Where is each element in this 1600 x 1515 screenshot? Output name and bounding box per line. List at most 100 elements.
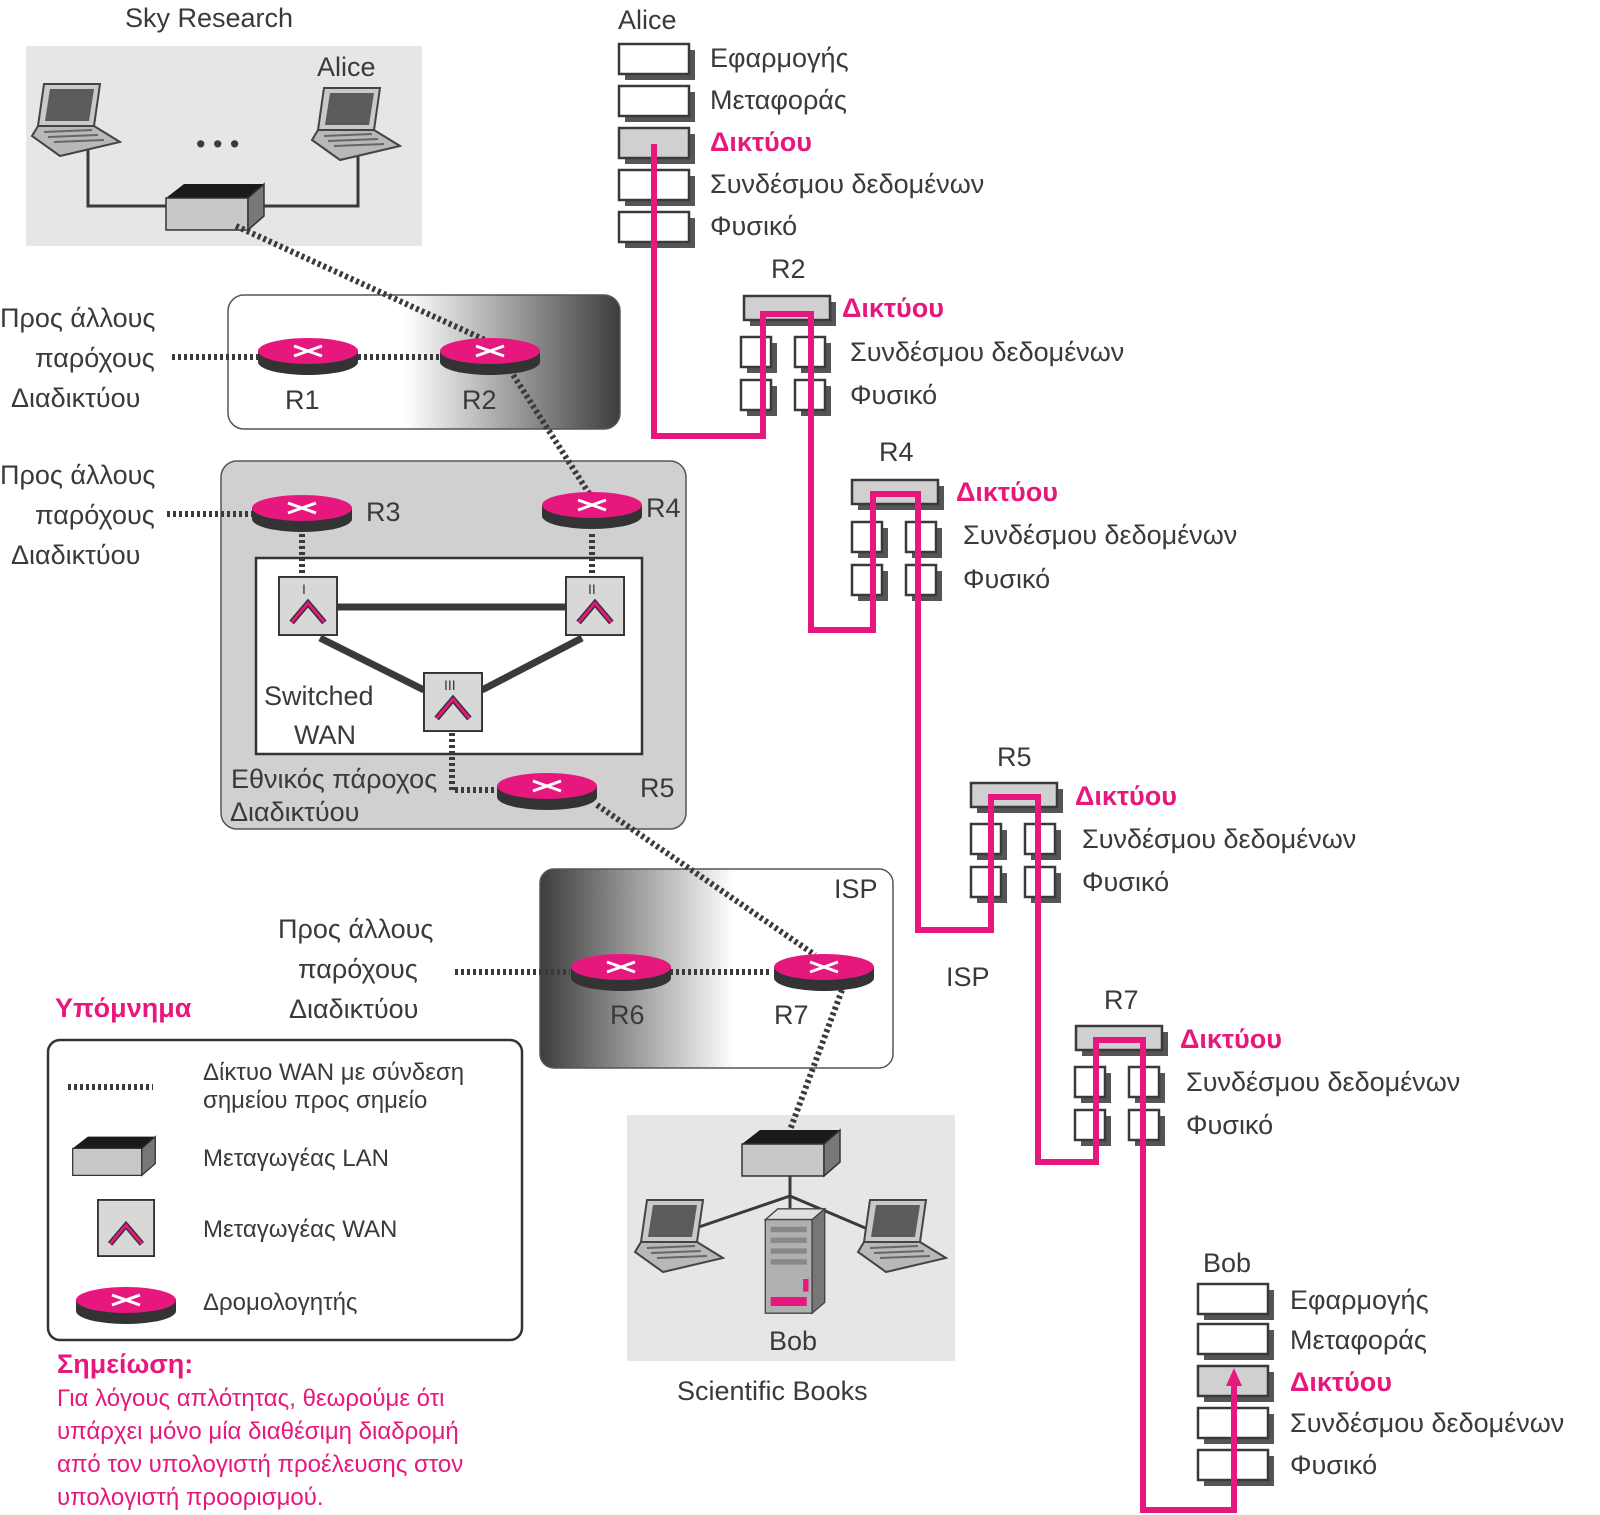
data-path-arrowhead — [1226, 1368, 1242, 1386]
layer-label: Μεταφοράς — [710, 85, 847, 115]
link-r7-lan — [787, 988, 845, 1132]
router-icon — [540, 491, 644, 531]
router-label-r4: R4 — [646, 493, 681, 523]
layer-box — [1196, 1322, 1270, 1356]
wan-switch-label: II — [588, 581, 596, 597]
data-path — [651, 144, 1237, 1513]
wan-switch-label: I — [302, 581, 306, 597]
layer-label: Συνδέσμου δεδομένων — [1082, 824, 1356, 854]
note-line: από τον υπολογιστή προέλευσης στον — [57, 1451, 463, 1478]
lan-cable — [689, 1168, 871, 1232]
regional-isp-box — [227, 294, 621, 430]
router-icon — [772, 953, 876, 993]
svg-text:παρόχους: παρόχους — [35, 500, 155, 530]
router-icon — [74, 1286, 178, 1326]
router-icon — [438, 337, 542, 377]
svg-text:παρόχους: παρόχους — [298, 954, 418, 984]
other-providers-label-2: Προς άλλους παρόχους Διαδικτύου — [0, 460, 155, 570]
router-icon — [569, 953, 673, 993]
legend-box — [46, 1038, 524, 1342]
svg-text:Διαδικτύου: Διαδικτύου — [289, 994, 418, 1024]
layer-label: Φυσικό — [963, 564, 1050, 594]
router-label-r3: R3 — [366, 497, 401, 527]
protocol-stack-r2: R2 Δικτύου Συνδέσμου δεδομένων Φυσικό — [739, 254, 1124, 416]
router-icon — [250, 494, 354, 534]
layer-label: Φυσικό — [1186, 1110, 1273, 1140]
national-isp-label: Εθνικός πάροχος — [231, 764, 437, 794]
sky-research-lan: Sky Research Alice • • • — [26, 3, 422, 246]
wan-switch-icon — [279, 577, 337, 635]
note-title: Σημείωση: — [57, 1349, 193, 1379]
stack-label: Alice — [618, 5, 677, 35]
svg-text:Διαδικτύου: Διαδικτύου — [11, 383, 140, 413]
router-label-r6: R6 — [610, 1000, 645, 1030]
alice-host-label: Alice — [317, 52, 376, 82]
switched-wan-label: WAN — [294, 720, 356, 750]
link-s3-r5 — [449, 733, 500, 793]
svg-text:Προς άλλους: Προς άλλους — [0, 303, 155, 333]
legend-item-text: Μεταγωγέας LAN — [203, 1145, 389, 1172]
stack-label: R7 — [1104, 985, 1139, 1015]
layer-label: Φυσικό — [850, 380, 937, 410]
legend-item-text: σημείου προς σημείο — [203, 1087, 427, 1114]
national-isp-label: Διαδικτύου — [230, 797, 359, 827]
layer-box — [617, 84, 691, 118]
isp-stack-label: ISP — [946, 962, 990, 992]
protocol-stack-r7: R7 Δικτύου Συνδέσμου δεδομένων Φυσικό — [1073, 985, 1460, 1146]
legend-item-text: Δίκτυο WAN με σύνδεση — [203, 1059, 464, 1086]
layer-label: Συνδέσμου δεδομένων — [710, 169, 984, 199]
stack-label: R4 — [879, 437, 914, 467]
lan-switch-icon — [165, 183, 265, 231]
wan-switch-icon — [98, 1200, 154, 1256]
protocol-stack-bob: Bob Εφαρμογής Μεταφοράς Δικτύου Συνδέσμο… — [1196, 1248, 1564, 1486]
layer-label: Εφαρμογής — [710, 43, 849, 73]
svg-text:Προς άλλους: Προς άλλους — [0, 460, 155, 490]
layer-label: Συνδέσμου δεδομένων — [850, 337, 1124, 367]
layer-label: Φυσικό — [1082, 867, 1169, 897]
wan-links — [167, 223, 845, 1132]
layer-label: Συνδέσμου δεδομένων — [963, 520, 1237, 550]
stack-label: R2 — [771, 254, 806, 284]
legend-item-text: Δρομολογητής — [203, 1289, 357, 1316]
layer-label: Φυσικό — [1290, 1450, 1377, 1480]
bob-server-label: Bob — [769, 1326, 817, 1356]
layer-label-network: Δικτύου — [1180, 1024, 1282, 1054]
other-providers-label-3: Προς άλλους παρόχους Διαδικτύου — [278, 914, 433, 1024]
isp-box-label: ISP — [834, 874, 878, 904]
router-label-r2: R2 — [462, 385, 497, 415]
svg-text:Διαδικτύου: Διαδικτύου — [11, 540, 140, 570]
layer-label: Μεταφοράς — [1290, 1325, 1427, 1355]
router-label-r7: R7 — [774, 1000, 809, 1030]
lan-switch-icon — [741, 1129, 841, 1177]
layer-box — [1196, 1282, 1270, 1316]
layer-label: Συνδέσμου δεδομένων — [1186, 1067, 1460, 1097]
layer-label: Συνδέσμου δεδομένων — [1290, 1408, 1564, 1438]
wan-switch-label: III — [444, 677, 456, 693]
scientific-books-title: Scientific Books — [677, 1376, 868, 1406]
stack-label: Bob — [1203, 1248, 1251, 1278]
link-r2-r4 — [507, 368, 593, 497]
switched-wan-label: Switched — [264, 681, 374, 711]
router-label-r1: R1 — [285, 385, 320, 415]
layer-label-network: Δικτύου — [842, 293, 944, 323]
lan-cable — [86, 150, 360, 208]
layer-label-network: Δικτύου — [710, 127, 812, 157]
legend-title: Υπόμνημα — [55, 993, 192, 1023]
scientific-books-contents: Bob — [634, 1129, 947, 1356]
legend: Υπόμνημα Δίκτυο WAN με σύνδεση σημείου π… — [46, 993, 524, 1342]
local-isp-box — [539, 868, 894, 1069]
layer-label: Εφαρμογής — [1290, 1285, 1429, 1315]
layer-label-network: Δικτύου — [956, 477, 1058, 507]
layer-label-network: Δικτύου — [1290, 1367, 1392, 1397]
lan-switch-icon — [72, 1135, 156, 1177]
protocol-stack-alice: Alice Εφαρμογής Μεταφοράς Δικτύου Συνδέσ… — [617, 5, 984, 248]
protocol-stack-r5: R5 Δικτύου Συνδέσμου δεδομένων Φυσικό — [969, 742, 1356, 903]
note-line: Για λόγους απλότητας, θεωρούμε ότι — [57, 1385, 445, 1412]
link-lan-r2 — [234, 223, 487, 343]
svg-text:Προς άλλους: Προς άλλους — [278, 914, 433, 944]
sky-research-title: Sky Research — [125, 3, 293, 33]
stack-label: R5 — [997, 742, 1032, 772]
router-icon — [495, 772, 599, 812]
protocol-stack-r4: R4 Δικτύου Συνδέσμου δεδομένων Φυσικό — [850, 437, 1237, 601]
